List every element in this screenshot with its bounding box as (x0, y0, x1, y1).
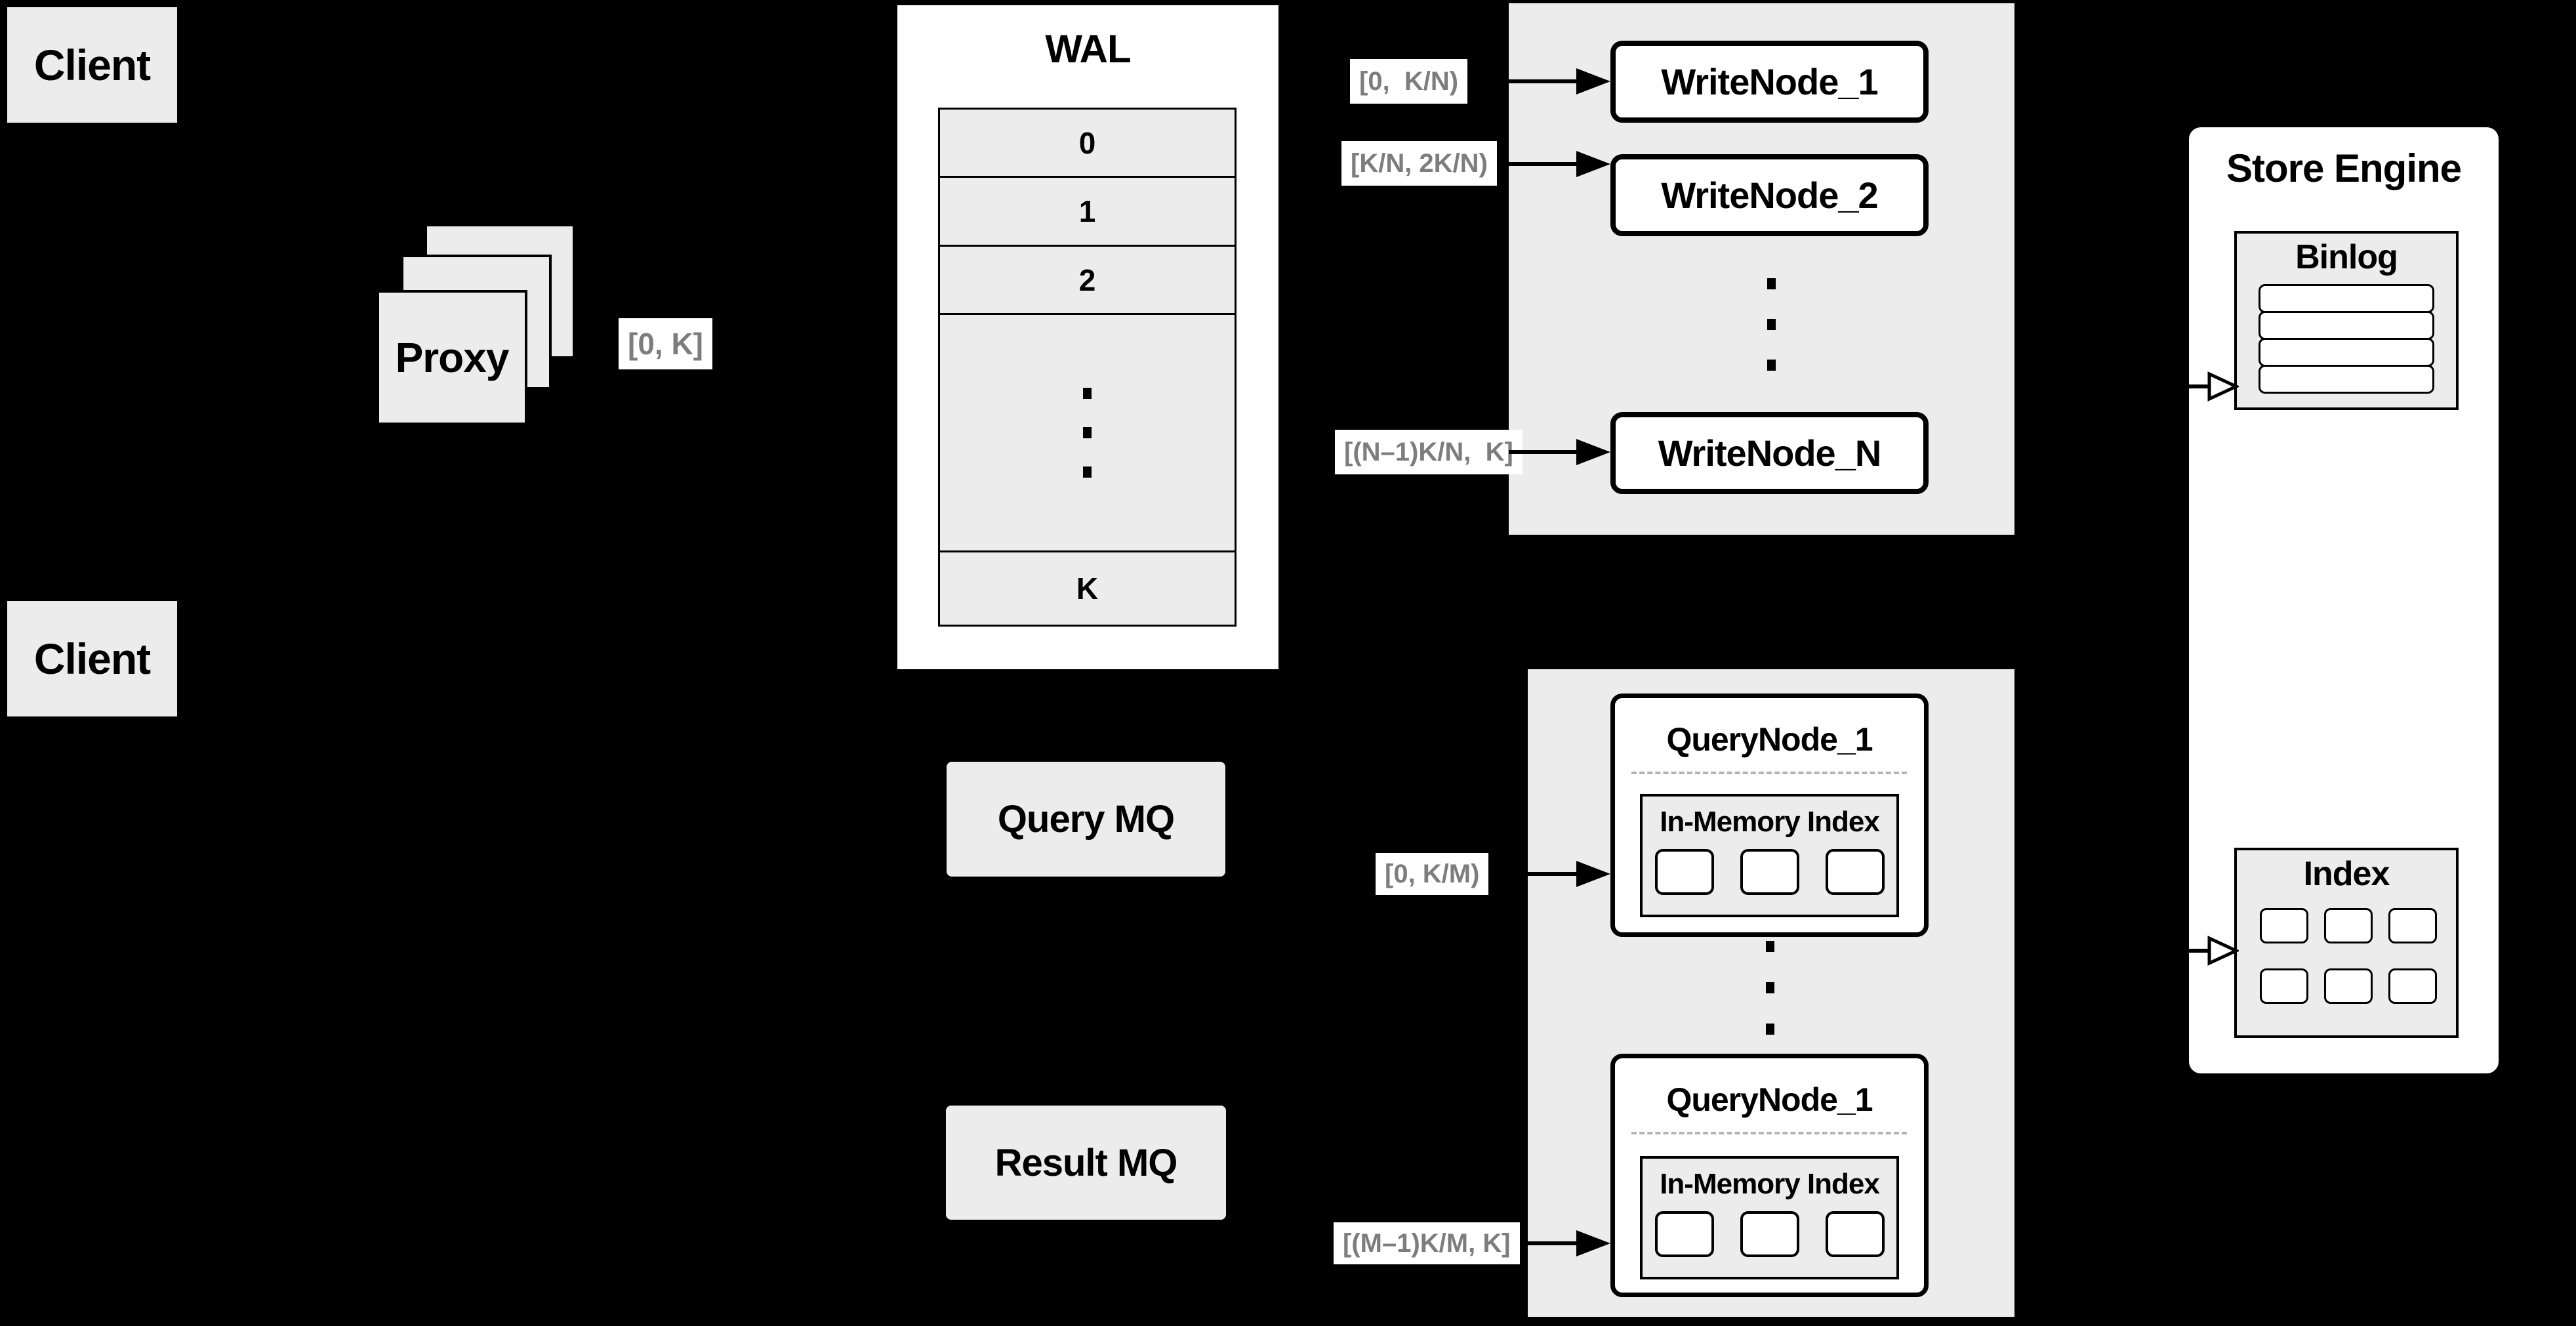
in-memory-index-bottom-box: In-Memory Index (1640, 1156, 1899, 1279)
binlog-row (2259, 284, 2434, 313)
binlog-box: Binlog (2234, 231, 2459, 410)
query-mq-label: Query MQ (997, 798, 1175, 840)
ellipsis-dot-icon (1766, 1024, 1774, 1035)
in-memory-index-top-box: In-Memory Index (1640, 794, 1899, 917)
wal-cell-k: K (940, 552, 1235, 625)
query-arrow-1-line (1528, 872, 1576, 876)
segment-row (1654, 849, 1885, 895)
index-cell (2260, 968, 2308, 1004)
ellipsis-dot-icon (1766, 941, 1774, 952)
wal-cell-0: 0 (940, 110, 1235, 178)
write-arrow-n-head-icon (1576, 439, 1610, 465)
binlog-rows (2259, 284, 2434, 394)
segment-box (1654, 849, 1714, 895)
ellipsis-dot-icon (1083, 466, 1092, 478)
binlog-title: Binlog (2295, 238, 2398, 276)
wal-table: 0 1 2 K (938, 108, 1237, 627)
query-range-label-m: [(M–1)K/M, K] (1334, 1222, 1520, 1264)
query-mq-box: Query MQ (947, 762, 1225, 877)
index-cell (2324, 908, 2373, 943)
wal-cell-0-label: 0 (1078, 125, 1096, 160)
index-arrow-head-icon (2207, 936, 2239, 966)
index-cells (2260, 908, 2437, 1004)
wal-cell-1: 1 (940, 178, 1235, 247)
ellipsis-dot-icon (1767, 360, 1776, 371)
segment-box (1825, 1211, 1885, 1257)
segment-box (1654, 1211, 1714, 1257)
query-node-top-title: QueryNode_1 (1666, 721, 1873, 758)
index-box: Index (2234, 848, 2459, 1038)
ellipsis-dot-icon (1766, 982, 1774, 993)
store-engine-title: Store Engine (2226, 146, 2462, 190)
ellipsis-dot-icon (1767, 278, 1776, 289)
ellipsis-dot-icon (1083, 427, 1092, 438)
wal-cell-ellipsis (940, 315, 1235, 552)
index-arrow-line (2186, 949, 2209, 953)
binlog-row (2259, 311, 2434, 340)
client-top-box: Client (5, 5, 179, 125)
write-arrow-1-head-icon (1576, 68, 1610, 94)
proxy-label: Proxy (395, 334, 510, 381)
write-node-1-box: WriteNode_1 (1610, 41, 1929, 123)
write-node-2-label: WriteNode_2 (1661, 175, 1878, 216)
binlog-row (2259, 338, 2434, 367)
in-memory-index-top-title: In-Memory Index (1660, 806, 1880, 838)
client-top-label: Client (33, 41, 151, 89)
binlog-row (2259, 365, 2434, 394)
segment-box (1825, 849, 1885, 895)
write-arrow-2-head-icon (1576, 151, 1610, 177)
binlog-arrow-head-icon (2207, 371, 2239, 402)
write-node-n-label: WriteNode_N (1658, 432, 1882, 474)
write-node-1-label: WriteNode_1 (1661, 61, 1878, 102)
write-range-label-n: [(N–1)K/N, K] (1335, 430, 1523, 474)
query-arrow-1-head-icon (1576, 861, 1610, 887)
client-bottom-label: Client (33, 634, 151, 683)
write-range-label-1: [0, K/N) (1350, 59, 1468, 104)
write-arrow-1-line (1509, 79, 1576, 83)
result-mq-label: Result MQ (994, 1141, 1178, 1184)
segment-box (1740, 1211, 1799, 1257)
segment-row (1654, 1211, 1885, 1257)
write-node-n-box: WriteNode_N (1610, 412, 1929, 494)
write-node-2-box: WriteNode_2 (1610, 154, 1929, 236)
query-arrow-m-head-icon (1576, 1230, 1610, 1256)
wal-cell-k-label: K (1076, 571, 1099, 606)
ellipsis-dot-icon (1767, 319, 1776, 330)
proxy-range-label: [0, K] (619, 318, 712, 369)
query-range-label-1: [0, K/M) (1376, 853, 1489, 895)
wal-cell-1-label: 1 (1078, 194, 1096, 228)
write-arrow-2-line (1509, 162, 1576, 166)
wal-title: WAL (1045, 27, 1131, 71)
write-range-label-2: [K/N, 2K/N) (1341, 141, 1497, 186)
wal-cell-2-label: 2 (1078, 262, 1096, 297)
wal-cell-2: 2 (940, 247, 1235, 315)
index-title: Index (2303, 855, 2390, 893)
dashed-divider (1631, 1132, 1907, 1134)
ellipsis-dot-icon (1083, 388, 1092, 399)
write-arrow-n-line (1509, 450, 1576, 454)
index-cell (2324, 968, 2373, 1004)
dashed-divider (1631, 772, 1907, 774)
index-cell (2260, 908, 2308, 943)
query-arrow-m-line (1528, 1241, 1576, 1245)
index-cell (2388, 968, 2437, 1004)
query-node-bottom-title: QueryNode_1 (1666, 1081, 1873, 1118)
binlog-arrow-line (2186, 384, 2209, 388)
index-cell (2388, 908, 2437, 943)
in-memory-index-bottom-title: In-Memory Index (1660, 1168, 1880, 1200)
client-bottom-box: Client (5, 599, 179, 718)
result-mq-box: Result MQ (946, 1106, 1226, 1220)
segment-box (1740, 849, 1799, 895)
wal-box: WAL 0 1 2 K (895, 3, 1280, 671)
proxy-card-front: Proxy (377, 290, 527, 425)
